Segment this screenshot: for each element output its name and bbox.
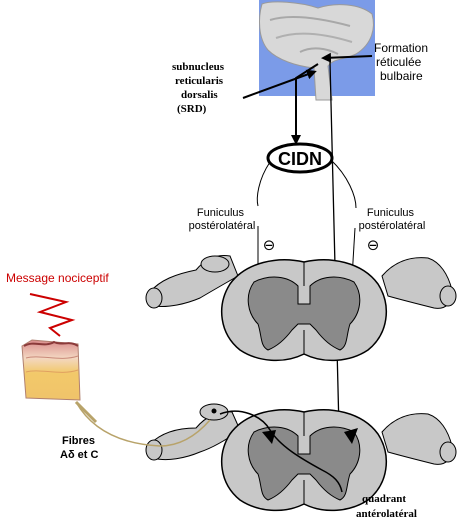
fibre-start: [74, 400, 98, 424]
lower-left-root-end: [145, 439, 163, 461]
srd-label: subnucleus reticularis dorsalis (SRD): [172, 61, 227, 115]
skin-line: [25, 369, 79, 373]
brainstem-fold: [275, 32, 353, 43]
upper-left-root-end: [145, 287, 163, 309]
formation-label: Formation réticulée bulbaire: [374, 41, 431, 83]
ganglion-cell-body: [211, 408, 217, 414]
brainstem-fold: [299, 47, 339, 55]
formation-arrow: [321, 52, 373, 63]
upper-right-root-end: [439, 285, 457, 307]
fibres-label: Fibres Aδ et C: [60, 435, 99, 461]
inhibition-symbol-right: ⊖: [367, 237, 380, 254]
upper-gray-matter: [247, 276, 361, 351]
upper-left-ganglion: [200, 255, 230, 273]
funiculus-right-label: Funiculus postérolatéral: [359, 207, 426, 232]
skin-block: [21, 339, 81, 401]
inhibition-symbol-left: ⊖: [263, 237, 276, 254]
cidn-label: CIDN: [278, 149, 322, 169]
srd-arrow: [242, 69, 317, 99]
funiculus-left-label: Funiculus postérolatéral: [189, 207, 256, 232]
lower-spinal-cord-section: [145, 403, 457, 512]
upper-spinal-cord-section: [145, 255, 457, 362]
brainstem-fold: [269, 16, 351, 27]
quadrant-label: quadrant antérolatéral: [356, 493, 417, 520]
srd-to-cidn-arrow: [291, 63, 319, 145]
brainstem-image: [259, 0, 375, 101]
skin-layers: [21, 339, 81, 401]
nociceptive-fibre: [75, 401, 211, 447]
lower-right-root-end: [439, 441, 457, 463]
lower-gray-matter: [247, 426, 361, 501]
brainstem-shape: [259, 1, 374, 101]
cidn-left-curve: [256, 161, 271, 207]
message-nociceptif-label: Message nociceptif: [6, 271, 109, 285]
cidn-right-curve: [330, 159, 357, 209]
lower-crossing-fibre: [219, 410, 343, 493]
skin-surface: [23, 340, 79, 347]
message-zigzag: [29, 293, 76, 337]
skin-line: [25, 355, 79, 359]
lower-right-dorsal-horn-marker: [344, 428, 358, 444]
